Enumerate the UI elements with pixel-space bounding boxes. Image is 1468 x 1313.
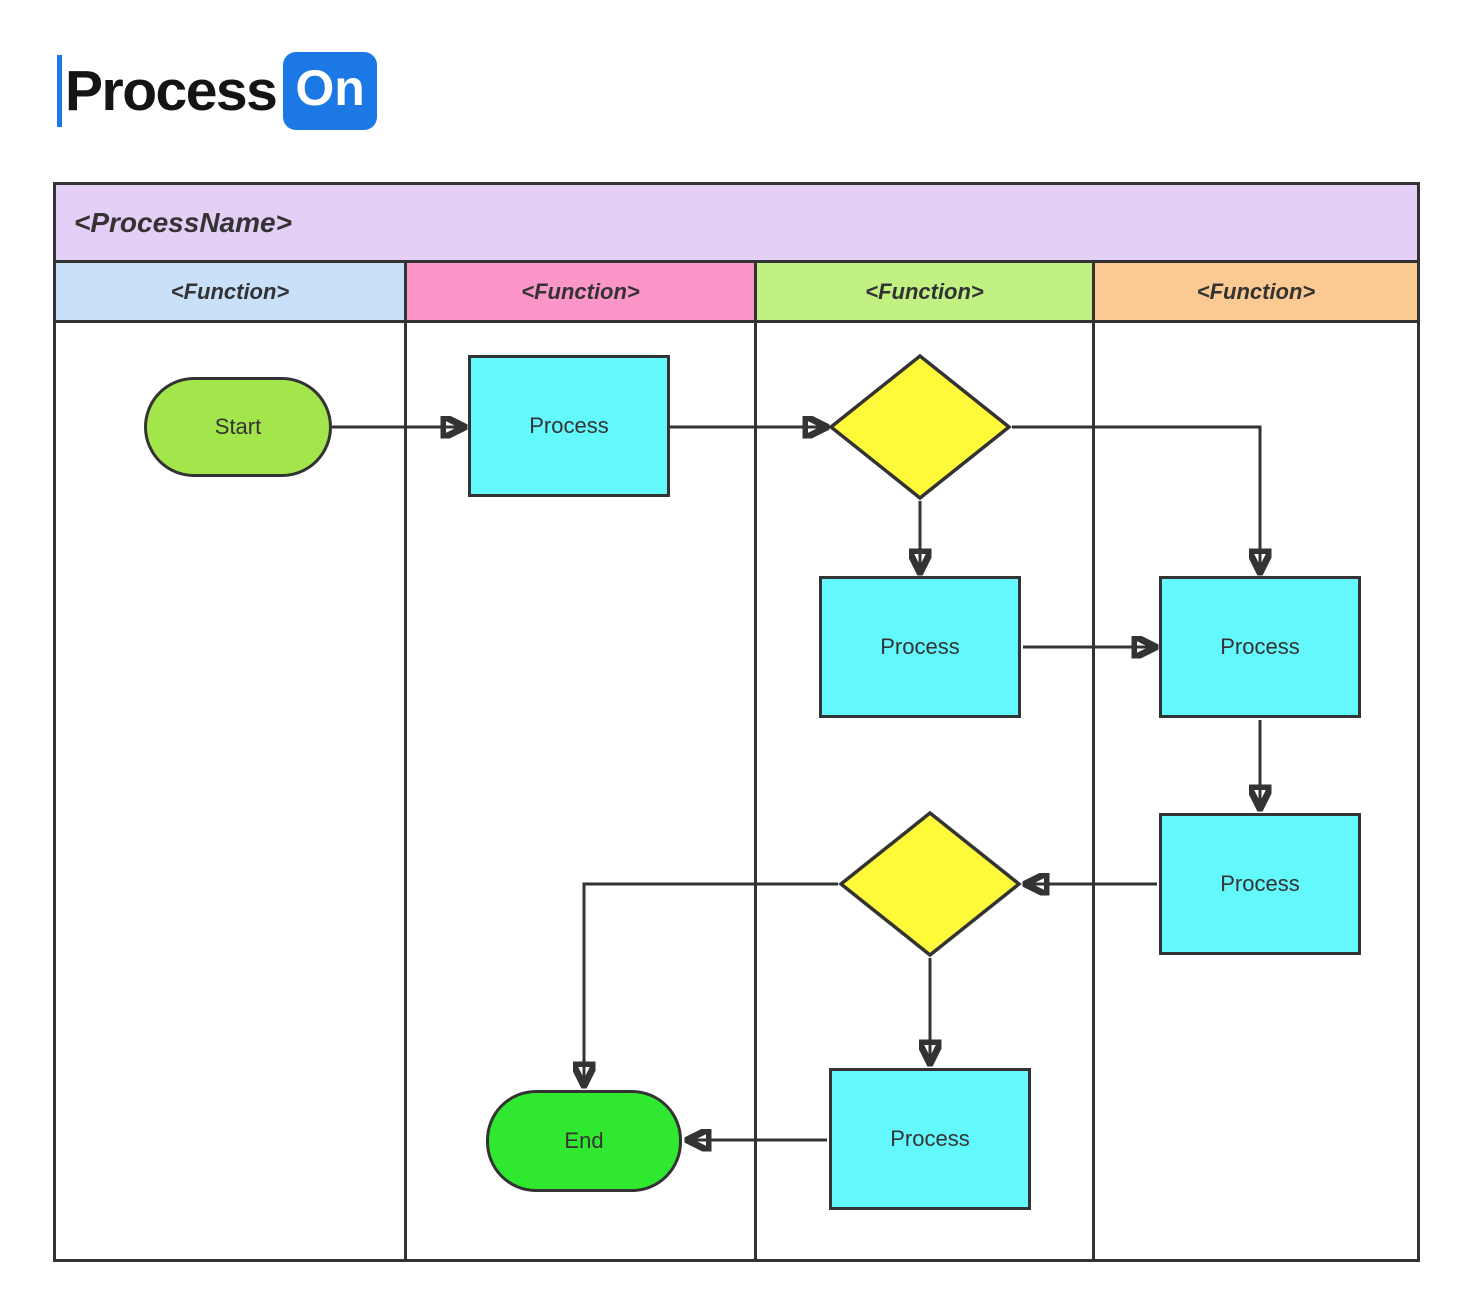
processon-logo: Process On xyxy=(57,52,377,130)
lane-4-body xyxy=(1095,323,1417,1259)
lane-1-body xyxy=(56,323,407,1259)
node-process-5[interactable]: Process xyxy=(829,1068,1031,1210)
lane-header-3[interactable]: <Function> xyxy=(757,263,1095,323)
swimlane-pool: <ProcessName> <Function> <Function> <Fun… xyxy=(53,182,1420,1262)
node-process-4[interactable]: Process xyxy=(1159,813,1361,955)
text-cursor-bar xyxy=(57,55,62,127)
lane-header-1[interactable]: <Function> xyxy=(56,263,407,323)
lane-header-2[interactable]: <Function> xyxy=(407,263,757,323)
node-decision-2[interactable] xyxy=(838,810,1022,958)
logo-badge: On xyxy=(283,52,377,130)
logo-wordmark: Process xyxy=(65,58,278,123)
pool-title[interactable]: <ProcessName> xyxy=(56,185,1417,263)
node-process-3[interactable]: Process xyxy=(1159,576,1361,718)
node-decision-1[interactable] xyxy=(828,353,1012,501)
node-process-1[interactable]: Process xyxy=(468,355,670,497)
decision-1-shape[interactable] xyxy=(828,353,1012,501)
node-process-2[interactable]: Process xyxy=(819,576,1021,718)
lane-header-4[interactable]: <Function> xyxy=(1095,263,1417,323)
decision-2-shape[interactable] xyxy=(838,810,1022,958)
node-start[interactable]: Start xyxy=(144,377,332,477)
node-end[interactable]: End xyxy=(486,1090,682,1192)
